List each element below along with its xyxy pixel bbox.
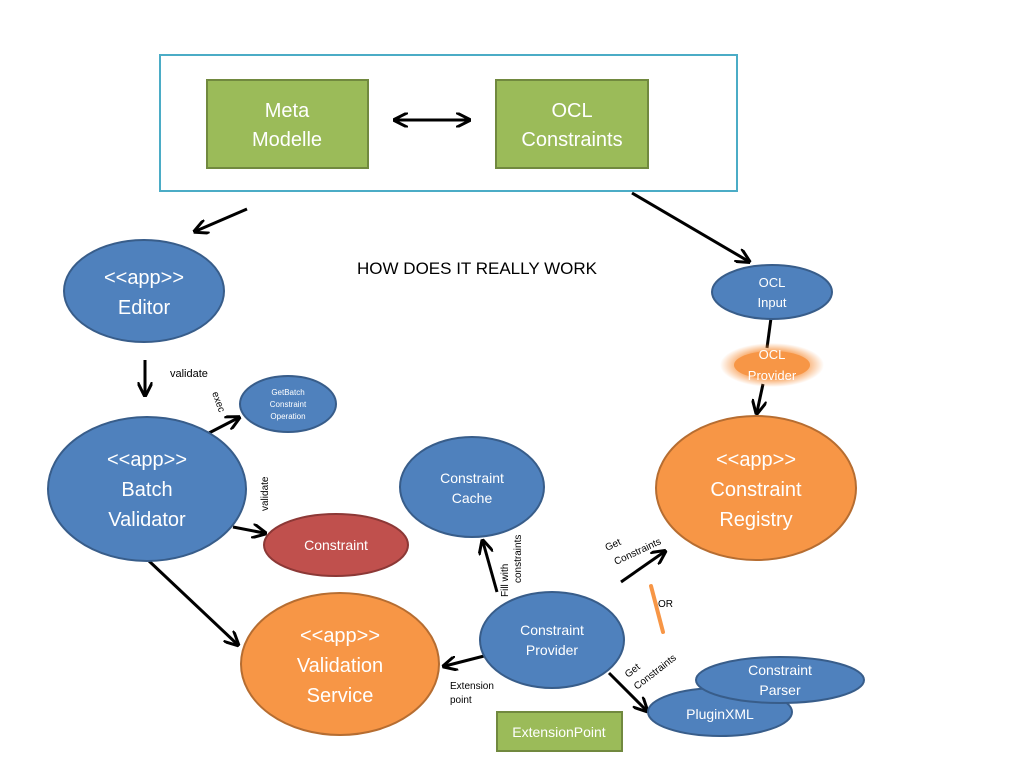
constraint-registry-node[interactable]: <<app>> Constraint Registry	[655, 415, 857, 561]
constraint-cache-line1: Constraint	[440, 470, 504, 486]
constraint-provider-line1: Constraint	[520, 622, 584, 638]
extension-point-box[interactable]: ExtensionPoint	[496, 711, 623, 752]
constraint-provider-line2: Provider	[526, 642, 578, 658]
label-validate-editor: validate	[170, 368, 208, 380]
ocl-input-node[interactable]: OCL Input	[711, 264, 833, 320]
label-validate-batch: validate	[260, 476, 271, 511]
ocl-constraints-line2: Constraints	[521, 129, 622, 151]
getbatch-operation-node[interactable]: GetBatch Constraint Operation	[239, 375, 337, 433]
label-get-constraints-registry-line1: Get	[604, 537, 623, 554]
label-exec: exec	[209, 390, 227, 414]
extension-point-box-label: ExtensionPoint	[512, 724, 606, 740]
batch-validator-line1: Batch	[121, 479, 172, 501]
or-separator	[649, 584, 665, 634]
label-get-constraints-registry-line2: Constraints	[613, 536, 663, 567]
arrow-batch-to-getbatch	[206, 418, 238, 436]
arrow-provider-to-pluginxml	[607, 671, 646, 710]
label-or: OR	[658, 599, 673, 610]
constraint-cache-line2: Cache	[452, 490, 493, 506]
editor-stereotype: <<app>>	[104, 267, 184, 289]
constraint-registry-line1: Constraint	[710, 479, 802, 501]
constraint-parser-line2: Parser	[759, 682, 801, 698]
arrow-batch-to-validation	[147, 559, 237, 644]
top-frame	[159, 54, 738, 192]
ocl-provider-line2: Provider	[748, 368, 797, 383]
constraint-registry-stereotype: <<app>>	[716, 449, 796, 471]
ocl-provider-line1: OCL	[759, 347, 786, 362]
constraint-parser-node[interactable]: Constraint Parser	[695, 656, 865, 704]
arrow-batch-to-constraint	[232, 527, 264, 533]
ocl-constraints-line1: OCL	[551, 100, 592, 122]
label-extension-point-line1: Extension	[450, 681, 494, 692]
arrow-to-registry	[620, 552, 664, 584]
diagram-title: HOW DOES IT REALLY WORK	[357, 259, 598, 278]
ocl-input-line1: OCL	[759, 275, 786, 290]
batch-validator-stereotype: <<app>>	[107, 449, 187, 471]
arrow-provider-to-validation	[445, 653, 489, 666]
constraint-provider-node[interactable]: Constraint Provider	[479, 591, 625, 689]
label-fill-with-line1: Fill with	[500, 564, 511, 597]
getbatch-line3: Operation	[270, 412, 305, 421]
ocl-input-line2: Input	[758, 295, 787, 310]
constraint-label: Constraint	[304, 537, 368, 553]
line-ocl-input-to-provider	[765, 317, 773, 349]
arrow-ocl-provider-to-registry	[757, 383, 763, 412]
batch-validator-node[interactable]: <<app>> Batch Validator	[47, 416, 247, 562]
editor-label: Editor	[118, 297, 171, 319]
editor-node[interactable]: <<app>> Editor	[63, 239, 225, 343]
getbatch-line1: GetBatch	[271, 388, 304, 397]
validation-service-line1: Validation	[297, 655, 383, 677]
constraint-cache-node[interactable]: Constraint Cache	[399, 436, 545, 538]
validation-service-node[interactable]: <<app>> Validation Service	[240, 592, 440, 736]
arrow-provider-to-cache	[483, 542, 499, 593]
validation-service-line2: Service	[307, 685, 374, 707]
ocl-constraints-box[interactable]: OCL Constraints	[495, 79, 649, 169]
getbatch-line2: Constraint	[270, 400, 307, 409]
meta-modelle-line2: Modelle	[252, 129, 322, 151]
arrow-frame-to-ocl-input	[631, 191, 748, 261]
plugin-xml-label: PluginXML	[686, 706, 754, 722]
batch-validator-line2: Validator	[108, 509, 186, 531]
meta-modelle-line1: Meta	[265, 100, 310, 122]
constraint-registry-line2: Registry	[719, 509, 792, 531]
ocl-provider-node[interactable]: OCL Provider	[720, 343, 824, 387]
validation-service-stereotype: <<app>>	[300, 625, 380, 647]
arrow-frame-to-editor	[196, 207, 248, 231]
label-fill-with-line2: constraints	[513, 535, 524, 583]
meta-modelle-box[interactable]: Meta Modelle	[206, 79, 369, 169]
constraint-node[interactable]: Constraint	[263, 513, 409, 577]
label-extension-point-line2: point	[450, 695, 472, 706]
constraint-parser-line1: Constraint	[748, 662, 812, 678]
